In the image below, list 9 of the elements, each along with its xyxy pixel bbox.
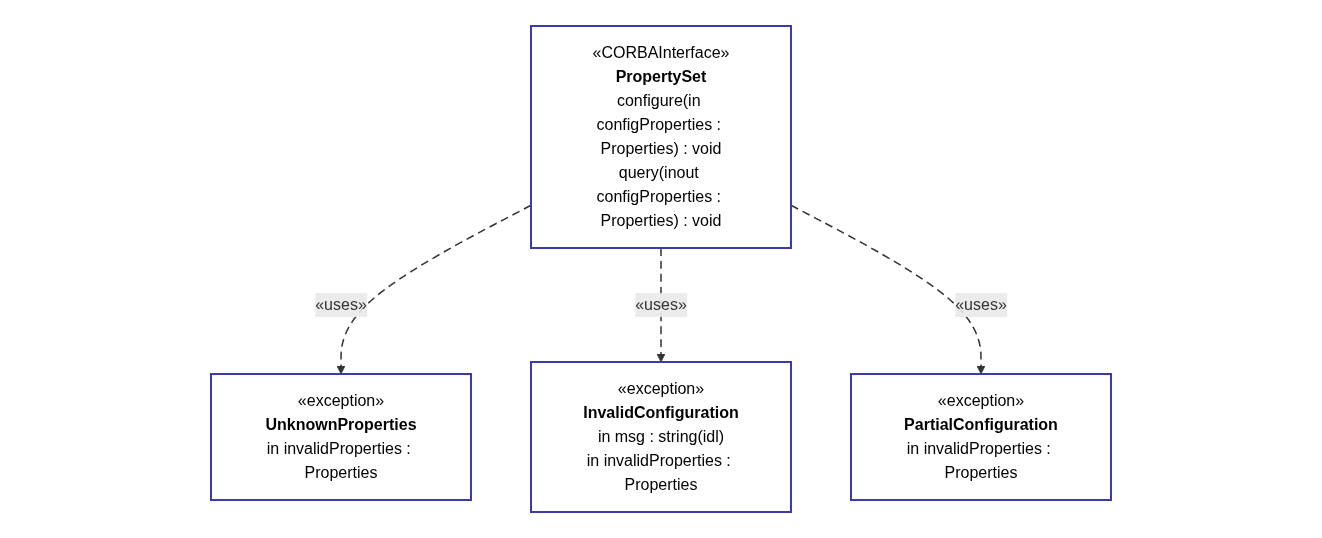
arrow bbox=[336, 204, 532, 375]
edge-label: «uses» bbox=[955, 296, 1007, 313]
arrow bbox=[656, 247, 666, 363]
node-box: «exception» InvalidConfiguration in msg : string(idl) in invalidProperties : Properties bbox=[530, 361, 792, 513]
node-box: «exception» UnknownProperties in invalidProperties : Properties bbox=[210, 373, 472, 501]
edge-label: «uses» bbox=[635, 296, 687, 313]
node-box: «CORBAInterface» PropertySet configure(in configProperties : Properties) : void query(inout configProperties : Properties) : void bbox=[530, 25, 792, 249]
edge-label: «uses» bbox=[315, 296, 367, 313]
node-box: «exception» PartialConfiguration in invalidProperties : Properties bbox=[850, 373, 1112, 501]
